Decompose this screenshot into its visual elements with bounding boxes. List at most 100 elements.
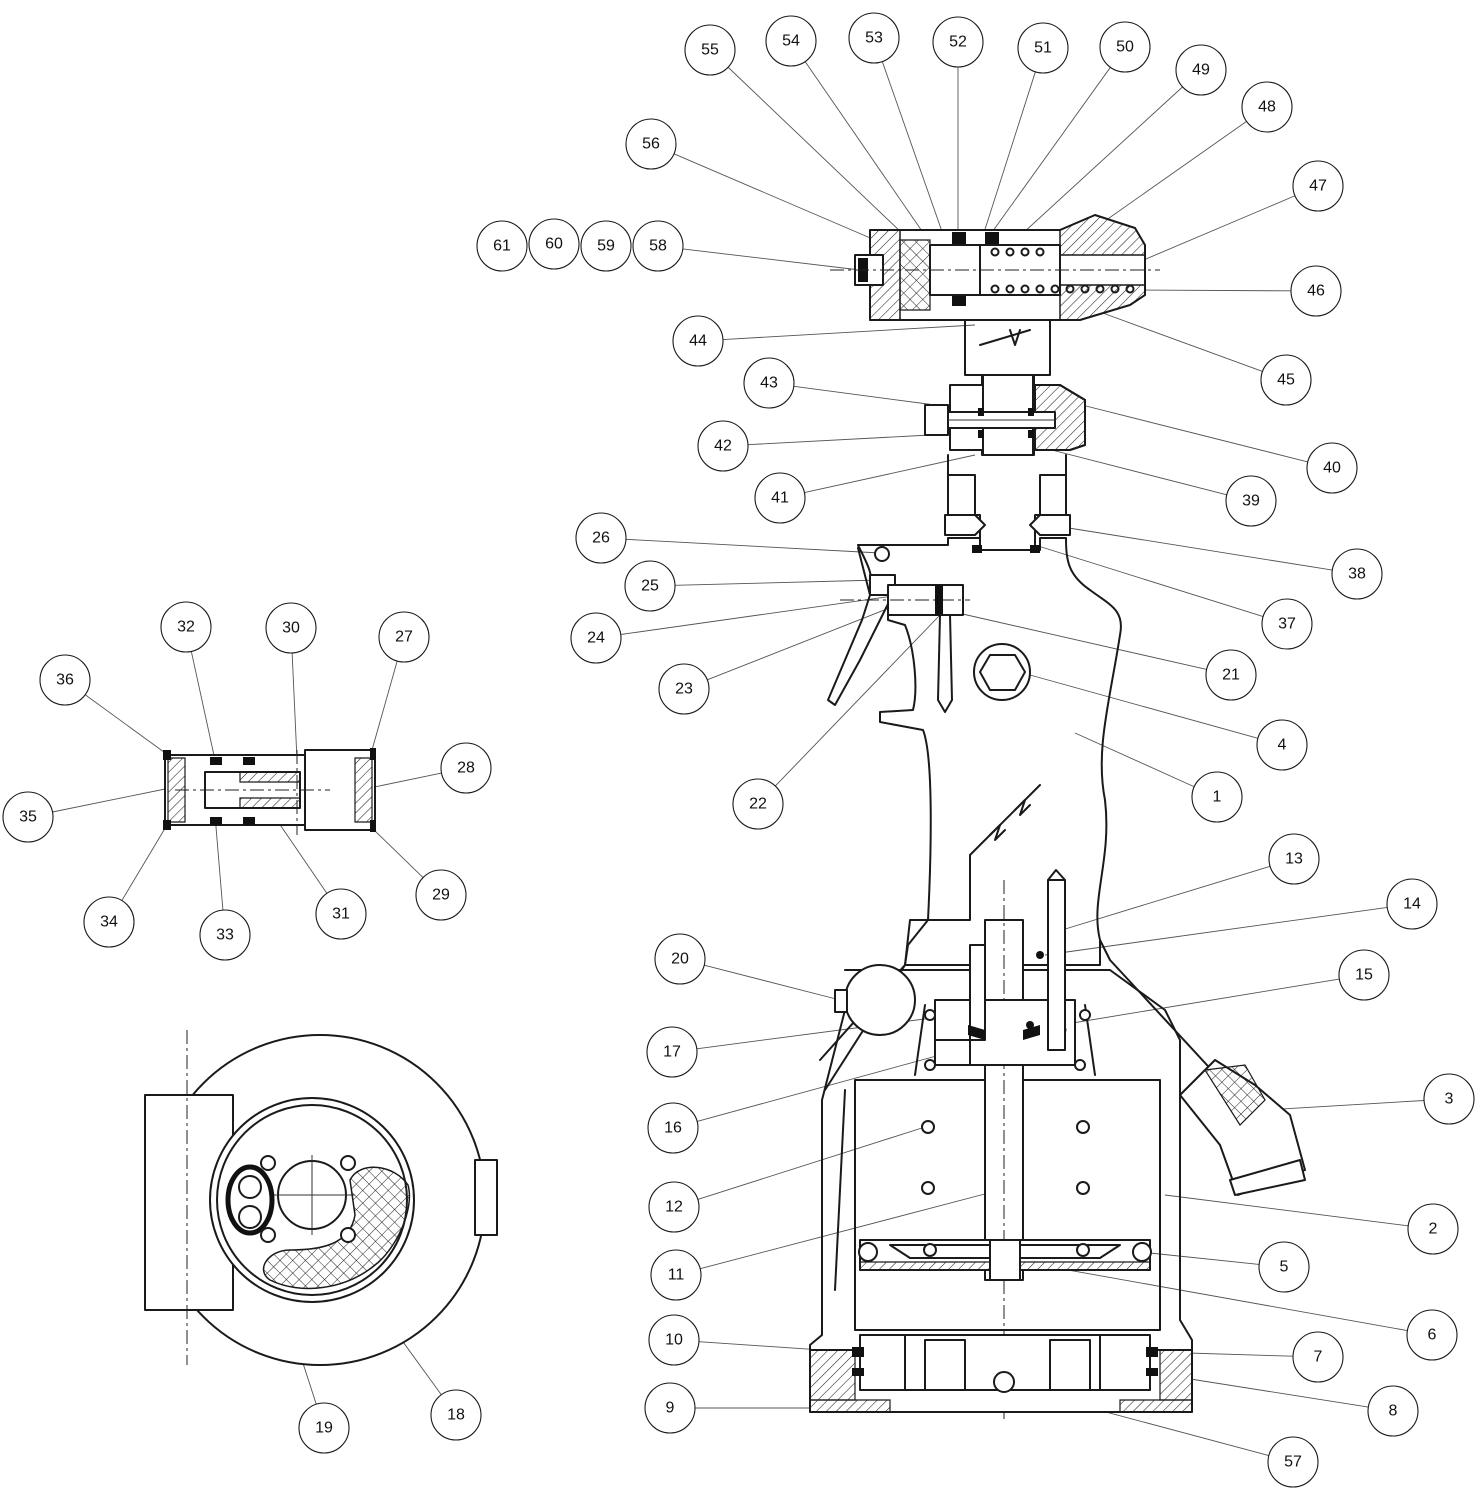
callout-circle [1260, 354, 1312, 406]
callout-bubble-6: 6 [1406, 1309, 1458, 1361]
leader-line-4 [1029, 674, 1259, 739]
callout-bubble-22: 22 [732, 778, 784, 830]
callout-bubble-36: 36 [39, 654, 91, 706]
leader-line-15 [1029, 978, 1340, 1031]
spring-coils [990, 247, 1135, 294]
callout-circle [580, 220, 632, 272]
callout-circle [1241, 81, 1293, 133]
callout-bubble-17: 17 [646, 1026, 698, 1078]
leader-line-39 [1039, 446, 1227, 496]
callout-label: 11 [668, 1267, 685, 1284]
callout-bubble-10: 10 [648, 1314, 700, 1366]
callout-label: 45 [1277, 372, 1295, 389]
callout-label: 54 [782, 33, 800, 50]
leader-line-48 [1084, 121, 1247, 236]
leader-line-42 [747, 434, 931, 446]
callout-label: 2 [1429, 1221, 1438, 1238]
callout-circle [430, 1389, 482, 1441]
callout-circle [1191, 771, 1243, 823]
callout-label: 33 [216, 927, 234, 944]
callout-label: 49 [1192, 62, 1210, 79]
callout-bubble-31: 31 [315, 888, 367, 940]
callout-circle [624, 560, 676, 612]
callout-bubble-32: 32 [160, 601, 212, 653]
callout-label: 35 [19, 809, 37, 826]
callout-bubble-54: 54 [765, 15, 817, 67]
callout-label: 51 [1034, 40, 1052, 57]
callout-label: 3 [1445, 1091, 1454, 1108]
callout-bubble-41: 41 [754, 472, 806, 524]
callout-label: 30 [282, 620, 300, 637]
callout-bubble-42: 42 [697, 420, 749, 472]
callout-label: 46 [1307, 283, 1325, 300]
callout-circle [1268, 833, 1320, 885]
callout-label: 55 [701, 42, 719, 59]
port-holes [921, 1120, 1090, 1257]
callout-circle [648, 1314, 700, 1366]
callout-bubble-37: 37 [1261, 598, 1313, 650]
callout-circle [265, 602, 317, 654]
callout-bubble-35: 35 [2, 791, 54, 843]
callout-bubble-14: 14 [1386, 878, 1438, 930]
callout-label: 12 [665, 1199, 683, 1216]
callout-circle [1225, 475, 1277, 527]
callout-circle [1258, 1241, 1310, 1293]
callout-circle [650, 1249, 702, 1301]
callout-bubble-16: 16 [647, 1102, 699, 1154]
callout-label: 52 [949, 34, 967, 51]
callout-bubble-23: 23 [658, 663, 710, 715]
callout-bubble-58: 58 [632, 220, 684, 272]
leader-line-2 [1164, 1194, 1409, 1227]
callout-label: 50 [1116, 39, 1134, 56]
leader-line-8 [1164, 1374, 1369, 1408]
leader-line-35 [52, 787, 171, 813]
leader-line-49 [1009, 86, 1183, 246]
callout-bubble-18: 18 [430, 1389, 482, 1441]
callout-label: 23 [675, 681, 693, 698]
leader-line-33 [214, 814, 224, 911]
callout-label: 47 [1309, 178, 1327, 195]
callout-bubble-7: 7 [1292, 1331, 1344, 1383]
callout-bubble-38: 38 [1331, 548, 1383, 600]
leader-line-55 [727, 66, 926, 256]
callout-label: 17 [663, 1044, 681, 1061]
callout-circle [476, 220, 528, 272]
leader-line-17 [696, 1014, 956, 1050]
callout-label: 60 [545, 236, 563, 253]
callout-bubble-5: 5 [1258, 1241, 1310, 1293]
callout-label: 28 [457, 760, 475, 777]
leader-line-29 [371, 827, 424, 878]
callout-label: 4 [1278, 737, 1287, 754]
leader-line-50 [989, 67, 1111, 236]
callout-bubble-40: 40 [1306, 442, 1358, 494]
leader-line-12 [697, 1126, 926, 1200]
main-tool-section [809, 214, 1306, 1420]
callout-label: 57 [1284, 1454, 1302, 1471]
callout-label: 38 [1348, 566, 1366, 583]
callout-circle [732, 778, 784, 830]
callout-circle [1292, 1331, 1344, 1383]
callout-circle [697, 420, 749, 472]
callout-label: 42 [714, 438, 732, 455]
callout-bubble-9: 9 [644, 1382, 696, 1434]
callout-circle [570, 612, 622, 664]
callout-bubble-61: 61 [476, 220, 528, 272]
callout-circle [2, 791, 54, 843]
callout-label: 9 [666, 1400, 675, 1417]
callout-label: 29 [432, 887, 450, 904]
leader-line-37 [1034, 544, 1264, 617]
callout-bubble-13: 13 [1268, 833, 1320, 885]
callout-label: 10 [665, 1332, 683, 1349]
callout-bubble-43: 43 [743, 357, 795, 409]
valve-detail [163, 748, 376, 835]
callout-circle [378, 611, 430, 663]
callout-circle [647, 1102, 699, 1154]
callout-bubble-51: 51 [1017, 22, 1069, 74]
callout-circle [848, 12, 900, 64]
callout-circle [1099, 21, 1151, 73]
callout-label: 40 [1323, 460, 1341, 477]
callout-label: 36 [56, 672, 74, 689]
callout-bubble-55: 55 [684, 24, 736, 76]
leader-line-44 [722, 324, 976, 341]
